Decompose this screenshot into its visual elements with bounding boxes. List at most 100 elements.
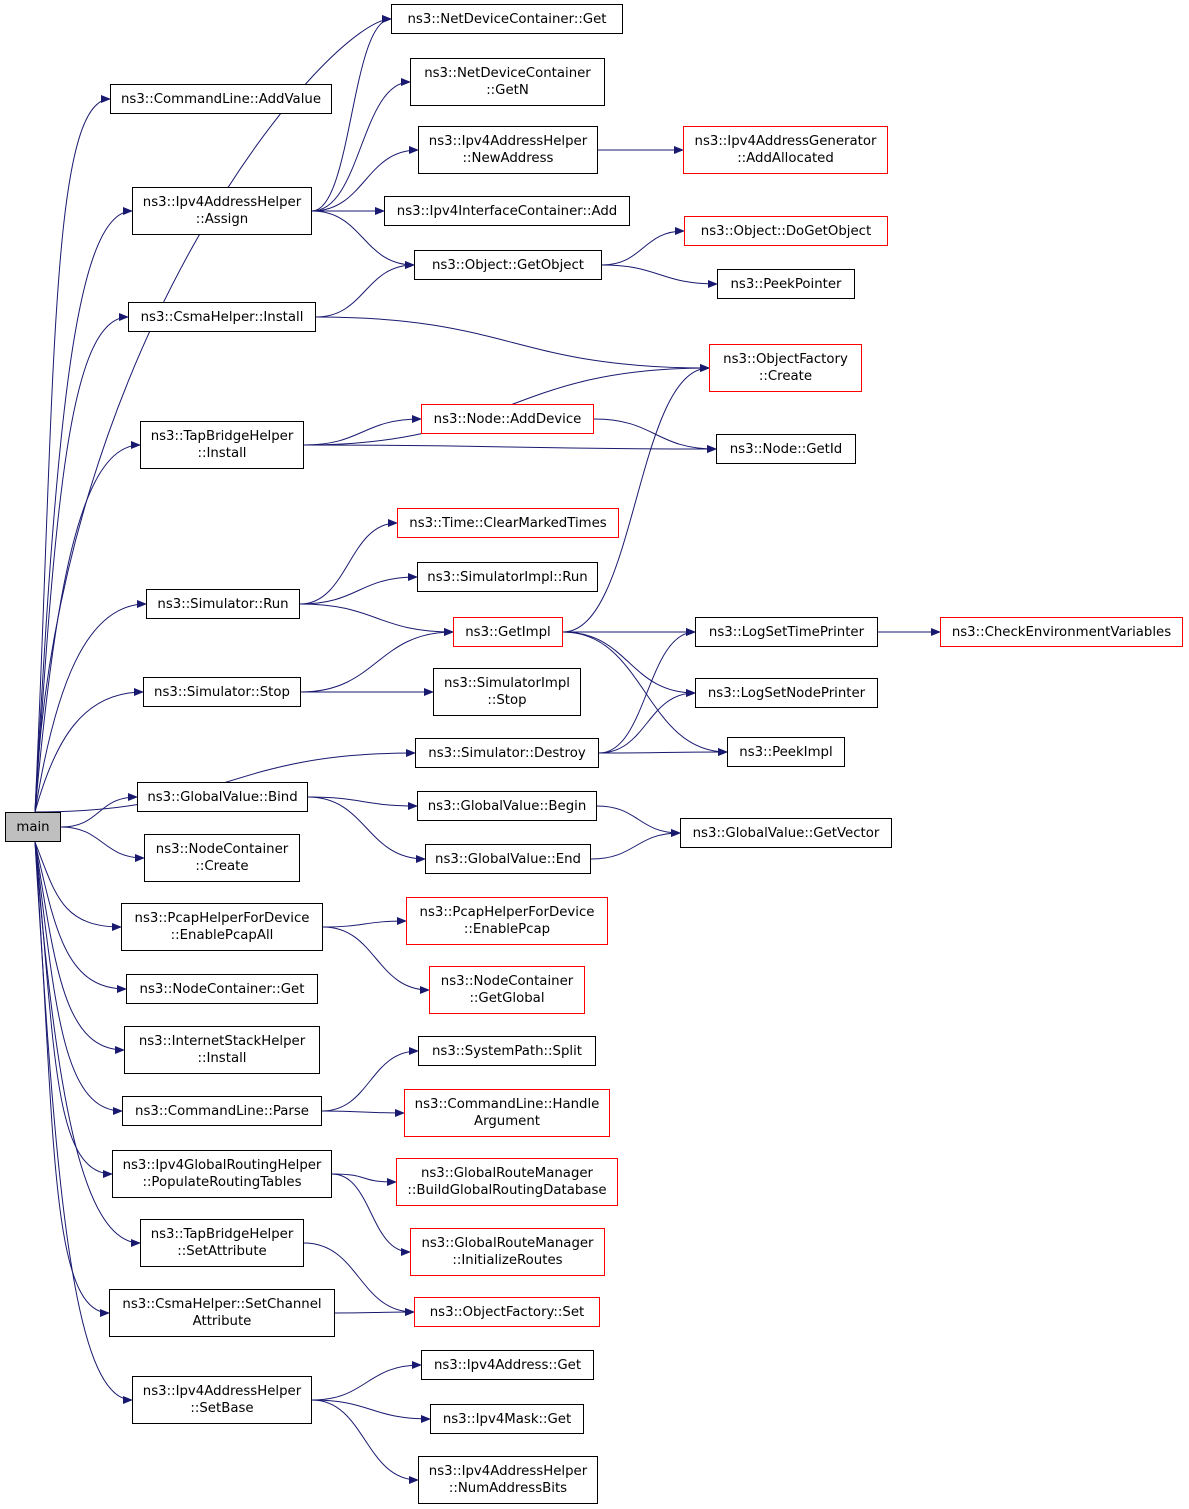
node-obj-getobject[interactable]: ns3::Object::GetObject xyxy=(414,250,602,280)
node-sim-destroy[interactable]: ns3::Simulator::Destroy xyxy=(415,738,599,768)
node-label-line: ns3::SystemPath::Split xyxy=(431,1043,582,1059)
node-node-adddevice[interactable]: ns3::Node::AddDevice xyxy=(421,404,594,434)
node-label-line: ::Stop xyxy=(487,693,527,708)
node-label-line: ns3::GlobalRouteManager xyxy=(420,1166,594,1181)
edge-ipv4ah-setbase-to-ipv4ah-numaddrbits xyxy=(311,1399,419,1484)
edge-gv-bind-to-gv-begin xyxy=(307,796,418,810)
edge-obj-getobject-to-peekpointer xyxy=(601,264,718,288)
edge-tapbridge-install-to-node-adddevice xyxy=(303,415,422,446)
node-ipv4grh-populate[interactable]: ns3::Ipv4GlobalRoutingHelper::PopulateRo… xyxy=(112,1150,332,1198)
node-of-set[interactable]: ns3::ObjectFactory::Set xyxy=(414,1297,600,1327)
edge-main-to-sim-stop xyxy=(34,688,144,813)
edge-sim-stop-to-getimpl xyxy=(300,628,454,693)
node-checkenvvars[interactable]: ns3::CheckEnvironmentVariables xyxy=(940,617,1183,647)
node-label-line: ns3::CsmaHelper::SetChannel xyxy=(122,1297,322,1312)
node-label-line: ns3::LogSetNodePrinter xyxy=(707,685,866,701)
node-csma-install[interactable]: ns3::CsmaHelper::Install xyxy=(128,302,316,332)
node-syspath-split[interactable]: ns3::SystemPath::Split xyxy=(418,1036,596,1066)
node-ish-install[interactable]: ns3::InternetStackHelper::Install xyxy=(124,1026,320,1074)
edge-main-to-sim-run xyxy=(34,600,147,813)
node-label-line: ns3::NodeContainer::Get xyxy=(139,981,305,997)
node-nc-get[interactable]: ns3::NodeContainer::Get xyxy=(126,974,318,1004)
edge-node-adddevice-to-node-getid xyxy=(593,418,717,453)
node-ipv4mask-get[interactable]: ns3::Ipv4Mask::Get xyxy=(430,1404,584,1434)
node-simimpl-run[interactable]: ns3::SimulatorImpl::Run xyxy=(417,562,598,592)
node-grm-buildgrdb[interactable]: ns3::GlobalRouteManager::BuildGlobalRout… xyxy=(396,1158,618,1206)
edge-main-to-nc-create xyxy=(60,826,145,862)
edge-main-to-ipv4ah-setbase xyxy=(34,841,133,1404)
node-tapbridge-install[interactable]: ns3::TapBridgeHelper::Install xyxy=(140,421,304,469)
node-label-line: ns3::TapBridgeHelper xyxy=(150,429,294,444)
node-label-line: ::SetBase xyxy=(190,1401,254,1416)
node-label-line: ::AddAllocated xyxy=(737,151,834,166)
node-ipv4ah-setbase[interactable]: ns3::Ipv4AddressHelper::SetBase xyxy=(132,1376,312,1424)
edge-main-to-ish-install xyxy=(34,841,125,1054)
node-label-line: Attribute xyxy=(192,1314,252,1329)
node-sim-stop[interactable]: ns3::Simulator::Stop xyxy=(143,677,301,707)
node-label-line: ns3::PeekImpl xyxy=(739,744,833,760)
edge-main-to-tapbridge-install xyxy=(34,441,141,813)
edge-csma-install-to-obj-getobject xyxy=(315,261,415,318)
node-log-settimeprinter[interactable]: ns3::LogSetTimePrinter xyxy=(695,617,878,647)
node-time-clearmarked[interactable]: ns3::Time::ClearMarkedTimes xyxy=(397,508,619,538)
node-gv-bind[interactable]: ns3::GlobalValue::Bind xyxy=(137,782,308,812)
node-label-line: ns3::CsmaHelper::Install xyxy=(140,309,304,325)
node-label-line: ::SetAttribute xyxy=(177,1244,267,1259)
edge-getimpl-to-peekimpl xyxy=(562,631,728,756)
edge-main-to-cl-addvalue xyxy=(34,95,111,813)
edge-sim-destroy-to-log-setnodeprinter xyxy=(598,689,696,754)
node-label-line: ::PopulateRoutingTables xyxy=(142,1175,302,1190)
node-ipv4ah-assign[interactable]: ns3::Ipv4AddressHelper::Assign xyxy=(132,187,312,235)
node-label-line: ns3::Ipv4AddressHelper xyxy=(142,195,302,210)
node-ipv4ic-add[interactable]: ns3::Ipv4InterfaceContainer::Add xyxy=(384,196,630,226)
node-gv-end[interactable]: ns3::GlobalValue::End xyxy=(425,844,591,874)
node-peekimpl[interactable]: ns3::PeekImpl xyxy=(727,737,845,767)
edge-main-to-pcap-enableall xyxy=(34,841,122,931)
node-gv-getvector[interactable]: ns3::GlobalValue::GetVector xyxy=(680,818,892,848)
node-label-line: ns3::Ipv4Mask::Get xyxy=(442,1411,572,1427)
node-of-create[interactable]: ns3::ObjectFactory::Create xyxy=(709,344,862,392)
edge-pcap-enableall-to-pcap-enable xyxy=(322,917,407,928)
node-label-line: ns3::Ipv4AddressGenerator xyxy=(694,134,877,149)
node-label-line: ns3::InternetStackHelper xyxy=(138,1034,306,1049)
node-log-setnodeprinter[interactable]: ns3::LogSetNodePrinter xyxy=(695,678,878,708)
node-ndc-getn[interactable]: ns3::NetDeviceContainer::GetN xyxy=(410,58,605,106)
node-getimpl[interactable]: ns3::GetImpl xyxy=(453,617,563,647)
edge-sim-destroy-to-peekimpl xyxy=(598,748,728,757)
edge-csma-install-to-of-create xyxy=(315,316,710,372)
node-ipv4ah-numaddrbits[interactable]: ns3::Ipv4AddressHelper::NumAddressBits xyxy=(418,1456,598,1504)
node-label-line: ns3::ObjectFactory::Set xyxy=(429,1304,585,1320)
node-peekpointer[interactable]: ns3::PeekPointer xyxy=(717,269,855,299)
node-ndc-get[interactable]: ns3::NetDeviceContainer::Get xyxy=(391,4,623,34)
node-label-line: ::NewAddress xyxy=(462,151,554,166)
node-label-line: ns3::CommandLine::Parse xyxy=(135,1103,309,1119)
node-nc-getglobal[interactable]: ns3::NodeContainer::GetGlobal xyxy=(429,966,585,1014)
node-gv-begin[interactable]: ns3::GlobalValue::Begin xyxy=(417,791,597,821)
node-ipv4ag-addalloc[interactable]: ns3::Ipv4AddressGenerator::AddAllocated xyxy=(683,126,888,174)
node-label-line: main xyxy=(16,819,50,835)
node-label-line: ns3::Simulator::Stop xyxy=(154,684,290,700)
node-cl-addvalue[interactable]: ns3::CommandLine::AddValue xyxy=(110,84,332,114)
node-cl-parse[interactable]: ns3::CommandLine::Parse xyxy=(122,1096,322,1126)
edge-ipv4ah-assign-to-ndc-get xyxy=(311,15,392,212)
node-ipv4ah-newaddress[interactable]: ns3::Ipv4AddressHelper::NewAddress xyxy=(418,126,598,174)
node-label-line: ns3::SimulatorImpl xyxy=(444,676,570,691)
node-obj-dogetobject[interactable]: ns3::Object::DoGetObject xyxy=(684,216,888,246)
node-label-line: Argument xyxy=(474,1114,540,1129)
node-label-line: ::NumAddressBits xyxy=(448,1481,568,1496)
node-simimpl-stop[interactable]: ns3::SimulatorImpl::Stop xyxy=(433,668,581,716)
node-sim-run[interactable]: ns3::Simulator::Run xyxy=(146,589,300,619)
node-ipv4addr-get[interactable]: ns3::Ipv4Address::Get xyxy=(421,1350,594,1380)
edge-main-to-tapbridge-setattr xyxy=(34,841,141,1247)
edge-ipv4grh-populate-to-grm-buildgrdb xyxy=(331,1173,397,1186)
node-pcap-enableall[interactable]: ns3::PcapHelperForDevice::EnablePcapAll xyxy=(121,903,323,951)
node-tapbridge-setattr[interactable]: ns3::TapBridgeHelper::SetAttribute xyxy=(140,1219,304,1267)
node-pcap-enable[interactable]: ns3::PcapHelperForDevice::EnablePcap xyxy=(406,897,608,945)
edge-tapbridge-install-to-node-getid xyxy=(303,444,717,453)
node-label-line: ns3::Node::AddDevice xyxy=(433,411,582,427)
node-nc-create[interactable]: ns3::NodeContainer::Create xyxy=(144,834,300,882)
node-node-getid[interactable]: ns3::Node::GetId xyxy=(716,434,856,464)
node-grm-initroutes[interactable]: ns3::GlobalRouteManager::InitializeRoute… xyxy=(410,1228,605,1276)
